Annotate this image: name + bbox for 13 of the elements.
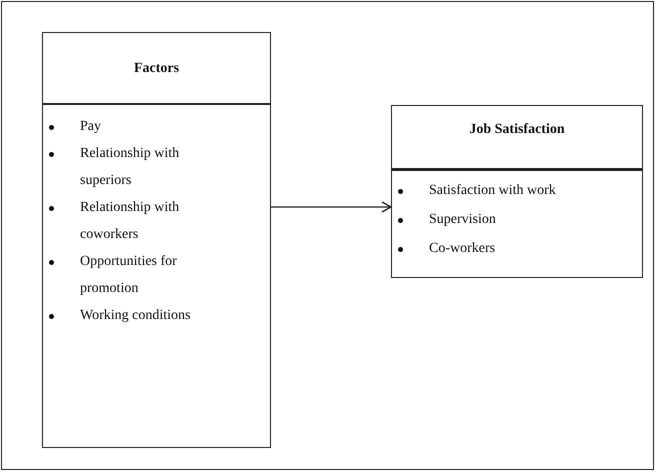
list-item: Working conditions	[80, 307, 190, 325]
box-heading: Factors	[134, 61, 180, 77]
list-item: Supervision	[429, 211, 496, 229]
box-heading: Job Satisfaction	[469, 122, 565, 138]
list-item: Co-workers	[429, 240, 496, 258]
list-item: Opportunities for promotion	[80, 253, 178, 298]
list-box	[42, 32, 271, 448]
list-box	[391, 105, 643, 278]
list-item: Relationship with coworkers	[80, 199, 180, 244]
list-item: Pay	[80, 118, 101, 136]
list-item: Relationship with superiors	[80, 145, 180, 190]
list-item: Satisfaction with work	[429, 182, 556, 200]
arrow	[271, 201, 392, 213]
